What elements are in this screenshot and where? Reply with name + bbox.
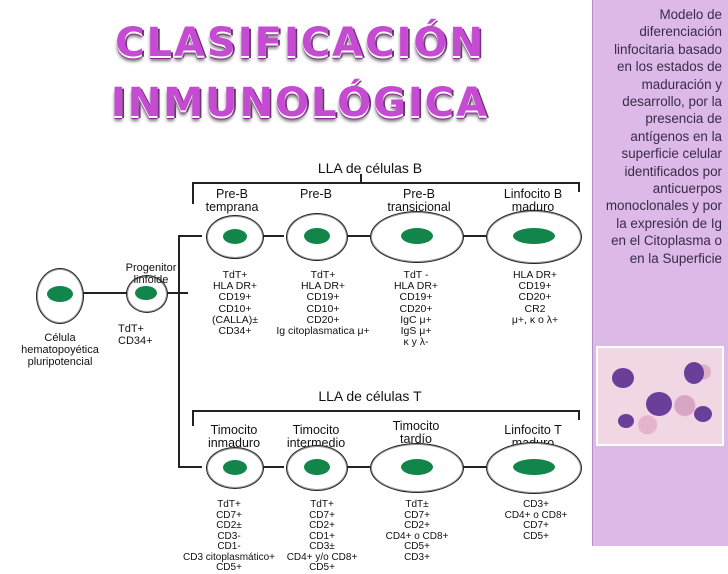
cell-nucleus bbox=[304, 228, 330, 244]
title-line-2: INMUNOLÓGICA bbox=[110, 80, 490, 126]
cell-nucleus bbox=[513, 228, 555, 244]
cell-nucleus bbox=[513, 459, 555, 475]
b-stage-3-cell bbox=[370, 211, 464, 263]
cell-nucleus bbox=[401, 459, 433, 475]
t-stage-1-cell bbox=[206, 447, 264, 489]
b-stage-1-markers: TdT+ HLA DR+ CD19+ CD10+ (CALLA)± CD34+ bbox=[211, 269, 259, 338]
sidebar-description: Modelo de diferenciación linfocitaria ba… bbox=[605, 7, 722, 266]
t-stage-2-cell bbox=[286, 445, 348, 491]
t-stage-3-cell bbox=[370, 443, 464, 493]
stem-cell-markers: TdT+ CD34+ bbox=[118, 323, 153, 347]
b-stage-3-markers: TdT - HLA DR+ CD19+ CD20+ IgC μ+ IgS μ+ … bbox=[393, 269, 439, 349]
cell-nucleus bbox=[47, 286, 73, 302]
b-stage-1-cell bbox=[206, 215, 264, 259]
sidebar-panel bbox=[592, 0, 728, 546]
title-line-1: CLASIFICACIÓN bbox=[115, 20, 485, 66]
stem-cell bbox=[36, 268, 84, 324]
t-stage-3-markers: TdT± CD7+ CD2+ CD4+ o CD8+ CD5+ CD3+ bbox=[385, 499, 449, 563]
b-stage-4-cell bbox=[486, 210, 582, 264]
lymphoid-progenitor-cell bbox=[126, 275, 168, 313]
cell-nucleus bbox=[401, 228, 433, 244]
b-stage-4-markers: HLA DR+ CD19+ CD20+ CR2 μ+, κ o λ+ bbox=[511, 269, 559, 326]
b-branch-title: LLA de células B bbox=[317, 160, 423, 176]
t-stage-4-markers: CD3+ CD4+ o CD8+ CD7+ CD5+ bbox=[504, 499, 568, 542]
t-stage-4-cell bbox=[486, 442, 582, 494]
cell-nucleus bbox=[304, 459, 330, 475]
lymphoid-progenitor-label: Progenitor linfoide bbox=[125, 262, 177, 286]
cell-nucleus bbox=[135, 286, 157, 300]
t-branch-title: LLA de células T bbox=[318, 388, 422, 404]
t-stage-1-markers: TdT+ CD7+ CD2± CD3- CD1- CD3 citoplasmát… bbox=[183, 499, 275, 573]
b-stage-2-markers: TdT+ HLA DR+ CD19+ CD10+ CD20+ Ig citopl… bbox=[276, 269, 370, 338]
b-stage-2-cell bbox=[286, 213, 348, 261]
stem-cell-label: Célula hematopoyética pluripotencial bbox=[21, 332, 99, 368]
cell-nucleus bbox=[223, 460, 247, 475]
blood-smear-image bbox=[596, 346, 724, 446]
t-stage-2-markers: TdT+ CD7+ CD2+ CD1+ CD3± CD4+ y/o CD8+ C… bbox=[286, 499, 358, 573]
b-stage-2-name: Pre-B bbox=[300, 187, 332, 201]
cell-nucleus bbox=[223, 229, 247, 244]
